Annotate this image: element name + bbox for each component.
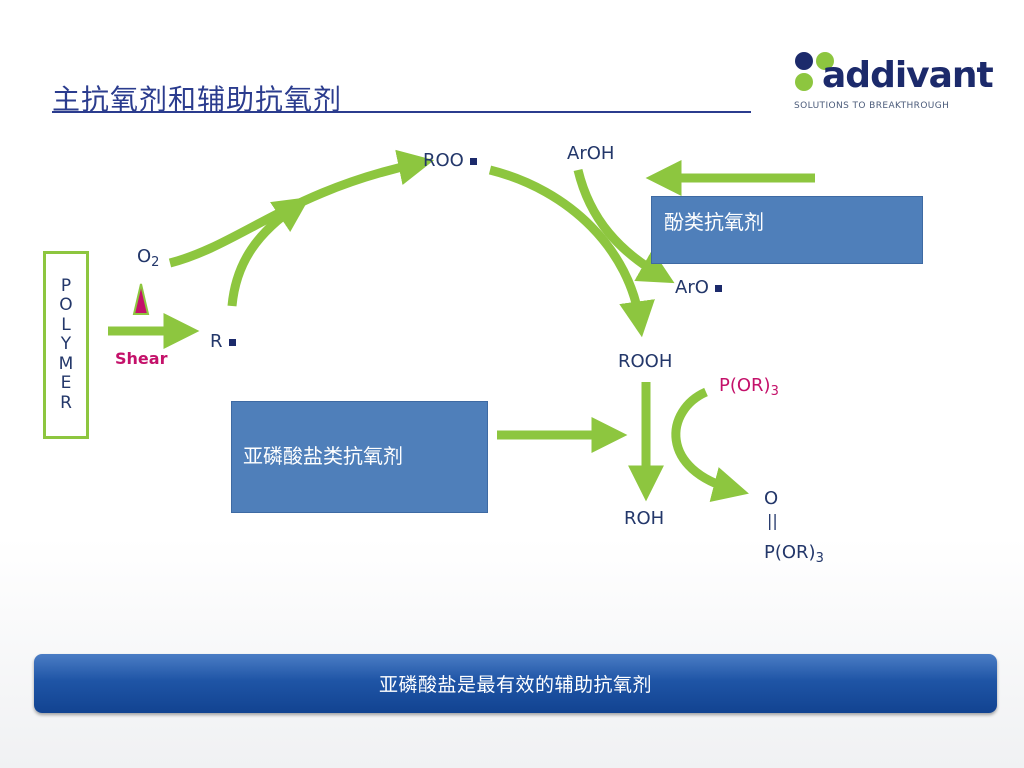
aroh-label: ArOH xyxy=(567,143,615,164)
phosphite-oxidation-arrow xyxy=(671,387,749,502)
phosphate-label: P(OR)3 xyxy=(764,542,824,570)
page-title: 主抗氧剂和辅助抗氧剂 xyxy=(52,83,343,116)
conclusion-banner: 亚磷酸盐是最有效的辅助抗氧剂 xyxy=(34,654,997,713)
polymer-box: P O L Y M E R xyxy=(43,251,89,439)
phosphite-subscript: 3 xyxy=(770,384,779,399)
polymer-letter: O xyxy=(59,295,73,316)
o2-label: O2 xyxy=(137,246,159,274)
roo-to-rooh-arrow xyxy=(488,165,655,338)
o2-base: O xyxy=(137,246,152,267)
r-text: R xyxy=(210,331,223,352)
r-to-roo-arrow xyxy=(227,196,310,307)
o2-to-roo-arrow xyxy=(168,149,435,268)
o2-subscript: 2 xyxy=(151,255,160,270)
polymer-letter: R xyxy=(60,392,72,413)
radical-dot-icon xyxy=(228,338,236,346)
title-underline xyxy=(52,111,751,113)
rooh-label: ROOH xyxy=(618,351,673,372)
addivant-logo-wordmark: addivant xyxy=(822,55,994,96)
radical-dot-icon xyxy=(714,284,722,292)
polymer-letter: E xyxy=(60,373,72,394)
heat-triangle-icon xyxy=(132,283,150,315)
phosphate-double-bond: || xyxy=(767,511,778,530)
banner-text: 亚磷酸盐是最有效的辅助抗氧剂 xyxy=(378,674,652,696)
addivant-logo-dots xyxy=(795,52,834,91)
phosphate-subscript: 3 xyxy=(815,551,824,566)
shear-label: Shear xyxy=(115,349,168,368)
aro-text: ArO xyxy=(675,277,709,298)
logo-tagline: SOLUTIONS TO BREAKTHROUGH xyxy=(794,101,950,111)
aroh-to-aro-arrow xyxy=(573,168,675,284)
roo-radical-label: ROO xyxy=(423,150,477,172)
r-radical-label: R xyxy=(210,331,236,353)
aro-radical-label: ArO xyxy=(675,277,722,299)
polymer-letter: M xyxy=(58,353,74,374)
logo-trademark: ™ xyxy=(967,66,974,74)
polymer-letter: P xyxy=(60,275,72,296)
phosphite-label: P(OR)3 xyxy=(719,375,779,403)
polymer-letter: L xyxy=(61,314,71,335)
phosphate-oxygen-label: O xyxy=(764,488,779,509)
phosphite-base: P(OR) xyxy=(719,375,771,396)
polymer-letter: Y xyxy=(60,334,72,355)
roh-label: ROH xyxy=(624,508,665,529)
phenolic-antioxidant-box: 酚类抗氧剂 xyxy=(651,196,923,264)
radical-dot-icon xyxy=(469,157,477,165)
phosphite-antioxidant-box: 亚磷酸盐类抗氧剂 xyxy=(231,401,488,513)
phosphate-base: P(OR) xyxy=(764,542,816,563)
roo-text: ROO xyxy=(423,150,464,171)
